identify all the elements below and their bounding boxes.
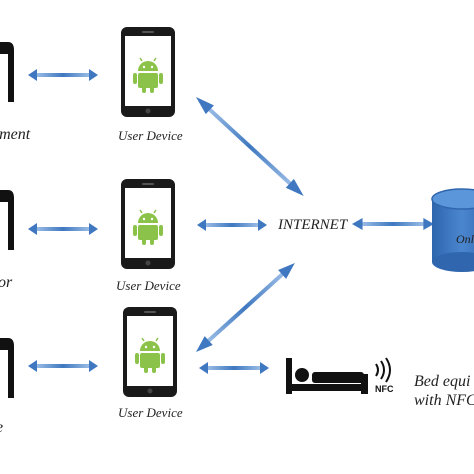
left-label-3: e	[0, 420, 3, 436]
user-device-label-3: User Device	[118, 405, 183, 420]
phone-2-icon	[121, 179, 175, 269]
nfc-text: NFC	[375, 384, 394, 394]
database-icon	[431, 188, 474, 272]
user-1-icon	[0, 42, 14, 102]
phone-1-icon	[121, 27, 175, 117]
bed-label-line1: Bed equi	[414, 373, 471, 390]
internet-label: INTERNET	[278, 217, 348, 233]
arrow-device1-internet	[191, 92, 308, 201]
bed-label-line2: with NFC	[414, 392, 474, 409]
arrow-user3-device3	[28, 360, 98, 372]
arrow-internet-database	[352, 218, 434, 230]
bed-icon	[286, 358, 368, 394]
arrow-user2-device2	[28, 223, 98, 235]
user-2-icon	[0, 190, 14, 250]
nfc-icon: NFC	[375, 357, 394, 394]
user-device-label-2: User Device	[116, 278, 181, 293]
database-label: Onl	[456, 232, 474, 246]
phone-3-icon	[123, 307, 177, 397]
user-3-icon	[0, 338, 14, 398]
arrow-device3-internet	[191, 258, 299, 357]
left-label-2: or	[0, 274, 13, 291]
arrow-user1-device1	[28, 69, 98, 81]
arrow-device3-bed	[199, 362, 269, 374]
arrow-device2-internet	[197, 219, 267, 231]
user-device-label-1: User Device	[118, 128, 183, 143]
